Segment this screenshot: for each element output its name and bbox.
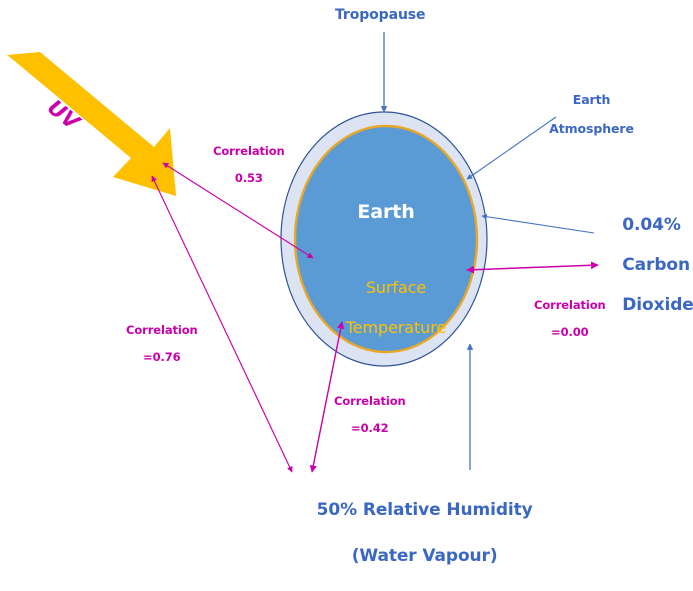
earth-atmosphere-label-line2: Atmosphere (549, 121, 634, 137)
earth-atmosphere-label-line1: Earth (572, 91, 611, 107)
carbon-dioxide-label-line2: Carbon (622, 255, 690, 276)
correlation-label-surface-temperature-humidity: Correlation =0.42 (303, 381, 421, 449)
correlation-line-carbon-dioxide-surface-temperature (466, 261, 599, 274)
surface-temperature-label: Surface Temperature (306, 258, 466, 358)
uv-arrow-icon (7, 52, 176, 196)
earth-atmosphere-leader-line (466, 116, 557, 180)
correlation-label-uv-surface-temperature: Correlation 0.53 (182, 131, 300, 199)
correlation-label-line2: =0.42 (351, 420, 389, 435)
relative-humidity-label-line1: 50% Relative Humidity (316, 499, 533, 520)
correlation-label-line2: 0.53 (234, 170, 263, 185)
diagram-vector-layer (7, 32, 599, 473)
correlation-label-line2: =0.00 (551, 324, 589, 339)
carbon-dioxide-label: 0.04% Carbon Dioxide (599, 195, 693, 335)
correlation-label-line1: Correlation (534, 297, 606, 312)
relative-humidity-label: 50% Relative Humidity (Water Vapour) (268, 476, 558, 591)
surface-temperature-label-line1: Surface (365, 278, 427, 297)
correlation-label-line2: =0.76 (143, 349, 181, 364)
diagram-canvas: Tropopause Earth Atmosphere 0.04% Carbon… (7, 7, 693, 566)
earth-label: Earth (357, 201, 415, 223)
carbon-dioxide-leader-line (481, 214, 595, 234)
correlation-label-uv-humidity: Correlation =0.76 (95, 310, 213, 378)
correlation-label-line1: Correlation (213, 143, 285, 158)
carbon-dioxide-label-line3: Dioxide (622, 295, 693, 316)
carbon-dioxide-label-line1: 0.04% (622, 215, 681, 236)
correlation-label-carbon-dioxide-surface-temperature: Correlation =0.00 (503, 285, 621, 353)
correlation-line-uv-humidity (151, 175, 293, 473)
correlation-label-line1: Correlation (126, 322, 198, 337)
surface-temperature-label-line2: Temperature (345, 318, 447, 337)
relative-humidity-label-line2: (Water Vapour) (351, 545, 498, 566)
tropopause-label: Tropopause (335, 7, 426, 23)
correlation-label-line1: Correlation (334, 393, 406, 408)
earth-atmosphere-label: Earth Atmosphere (524, 78, 642, 152)
correlation-line-surface-temperature-humidity (309, 321, 345, 473)
